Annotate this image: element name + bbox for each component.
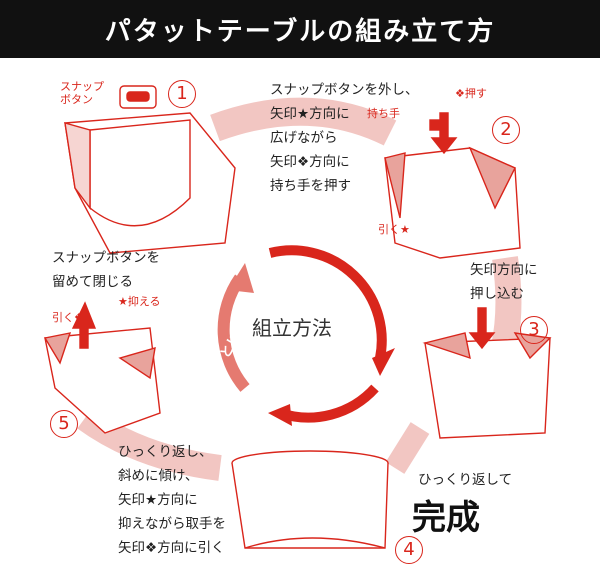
flow-arc-top [210, 97, 397, 146]
step5-line: 斜めに傾け、 [118, 468, 199, 484]
close-line: 留めて閉じる [52, 274, 133, 290]
step2-handle-label: 持ち手 [367, 107, 400, 120]
step2-number: 2 [492, 116, 520, 144]
step5-line: ひっくり返し、 [118, 444, 213, 460]
step5-pull-label: 引く❖ [52, 311, 84, 324]
step2-pull-label: 引く★ [378, 223, 410, 236]
step5-line: 矢印★方向に [118, 492, 198, 508]
step2-line: スナップボタンを外し、 [270, 82, 419, 98]
step1-figure [64, 85, 236, 254]
step3-line: 矢印方向に [470, 262, 538, 278]
close-text: スナップボタンを 留めて閉じる [52, 246, 160, 294]
step4-figure [231, 450, 389, 549]
complete-label: 完成 [412, 498, 480, 538]
step2-line: 広げながら [270, 130, 338, 146]
step5-line: 矢印❖方向に引く [118, 540, 225, 556]
close-line: スナップボタンを [52, 250, 160, 266]
step2-text: スナップボタンを外し、 矢印★方向に 広げながら 矢印❖方向に 持ち手を押す [270, 78, 419, 198]
step2-line: 矢印❖方向に [270, 154, 350, 170]
step4-text: ひっくり返して [418, 472, 513, 488]
step4-number: 4 [395, 536, 423, 564]
center-label: 組立方法 [252, 316, 332, 340]
step5-figure [43, 301, 161, 434]
step5-number: 5 [50, 410, 78, 438]
step2-figure [384, 112, 521, 259]
step1-snap-label-2: ボタン [60, 93, 93, 106]
step3-line: 押し込む [470, 286, 524, 302]
step2-push-label: ❖押す [455, 87, 487, 100]
page-title: パタットテーブルの組み立て方 [0, 0, 600, 58]
step2-line: 持ち手を押す [270, 178, 351, 194]
step3-figure [422, 307, 552, 439]
step5-line: 抑えながら取手を [118, 516, 226, 532]
assembly-diagram [43, 85, 552, 549]
step3-text: 矢印方向に 押し込む [470, 258, 538, 306]
step5-hold-label: ★抑える [118, 295, 161, 308]
step3-number: 3 [520, 316, 548, 344]
step2-line: 矢印★方向に [270, 106, 350, 122]
step1-snap-label-1: スナップ [60, 80, 104, 93]
step5-text: ひっくり返し、 斜めに傾け、 矢印★方向に 抑えながら取手を 矢印❖方向に引く [118, 440, 226, 560]
step1-number: 1 [168, 80, 196, 108]
open-arrow [268, 245, 387, 359]
